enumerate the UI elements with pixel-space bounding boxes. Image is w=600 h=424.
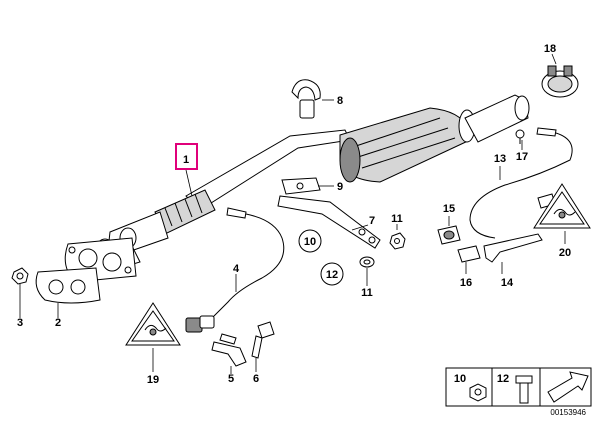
nut-upper	[389, 232, 406, 250]
callout-20: 20	[559, 247, 571, 259]
callout-7: 7	[369, 215, 375, 227]
legend-label-12: 12	[497, 373, 509, 385]
callout-9: 9	[337, 181, 343, 193]
callout-circle-12	[320, 262, 344, 286]
oxygen-sensor-front	[185, 207, 285, 333]
callout-17: 17	[516, 151, 528, 163]
legend-bolt-icon	[515, 375, 533, 404]
holder-strip	[483, 233, 543, 263]
callout-15: 15	[443, 203, 455, 215]
callout-10: 10	[304, 236, 316, 248]
callout-5: 5	[228, 373, 234, 385]
callout-13: 13	[494, 153, 506, 165]
cable-clip	[437, 225, 461, 245]
highlight-box-part-1	[175, 143, 198, 170]
callout-6: 6	[253, 373, 259, 385]
warning-label-20	[533, 183, 591, 229]
callout-2: 2	[55, 317, 61, 329]
cable-holder	[457, 245, 481, 263]
bolt	[251, 321, 275, 359]
nut	[11, 267, 29, 285]
gasket	[35, 267, 101, 304]
legend-label-10: 10	[454, 373, 466, 385]
screw	[515, 129, 525, 144]
pipe-clamp	[541, 65, 579, 98]
leader-lines	[19, 53, 566, 374]
callout-circle-10	[298, 229, 322, 253]
callout-18: 18	[544, 43, 556, 55]
callout-11-upper: 11	[391, 213, 403, 225]
callout-19: 19	[147, 374, 159, 386]
warning-label-19	[125, 302, 181, 346]
callout-1: 1	[183, 154, 189, 166]
callout-11-lower: 11	[361, 287, 373, 299]
callout-8: 8	[337, 95, 343, 107]
exhaust-pipe-assembly	[64, 94, 530, 283]
callout-4: 4	[233, 263, 240, 275]
callout-12: 12	[326, 269, 338, 281]
bracket	[281, 177, 321, 195]
legend-arrow-icon	[547, 371, 589, 403]
sensor-bracket	[211, 333, 247, 367]
support-bracket	[277, 195, 381, 249]
callout-16: 16	[460, 277, 472, 289]
callout-3: 3	[17, 317, 23, 329]
legend-box: 10 12	[445, 367, 592, 407]
callout-14: 14	[501, 277, 514, 289]
drawing-number: 00153946	[550, 408, 586, 417]
washer-lower	[359, 256, 375, 268]
hanger-clamp	[291, 79, 321, 119]
